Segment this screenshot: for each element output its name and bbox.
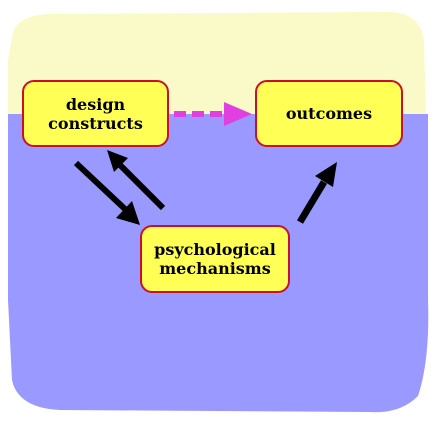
arrowhead-design-to-psych bbox=[116, 201, 140, 225]
node-outcomes-label: outcomes bbox=[285, 104, 373, 123]
dashed-arrowhead bbox=[224, 102, 252, 126]
arrow-psych-to-design bbox=[117, 162, 166, 211]
node-psychological-mechanisms: psychological mechanisms bbox=[140, 225, 290, 293]
arrow-design-to-psych bbox=[73, 160, 129, 213]
node-psychological-mechanisms-label: psychological mechanisms bbox=[154, 240, 276, 278]
arrow-psych-to-outcomes bbox=[296, 180, 328, 224]
node-design-constructs-label: design constructs bbox=[48, 94, 143, 133]
node-outcomes: outcomes bbox=[255, 80, 403, 147]
arrowhead-psych-to-outcomes bbox=[315, 162, 337, 187]
node-design-constructs: design constructs bbox=[22, 80, 169, 147]
arrowhead-psych-to-design bbox=[107, 150, 128, 172]
